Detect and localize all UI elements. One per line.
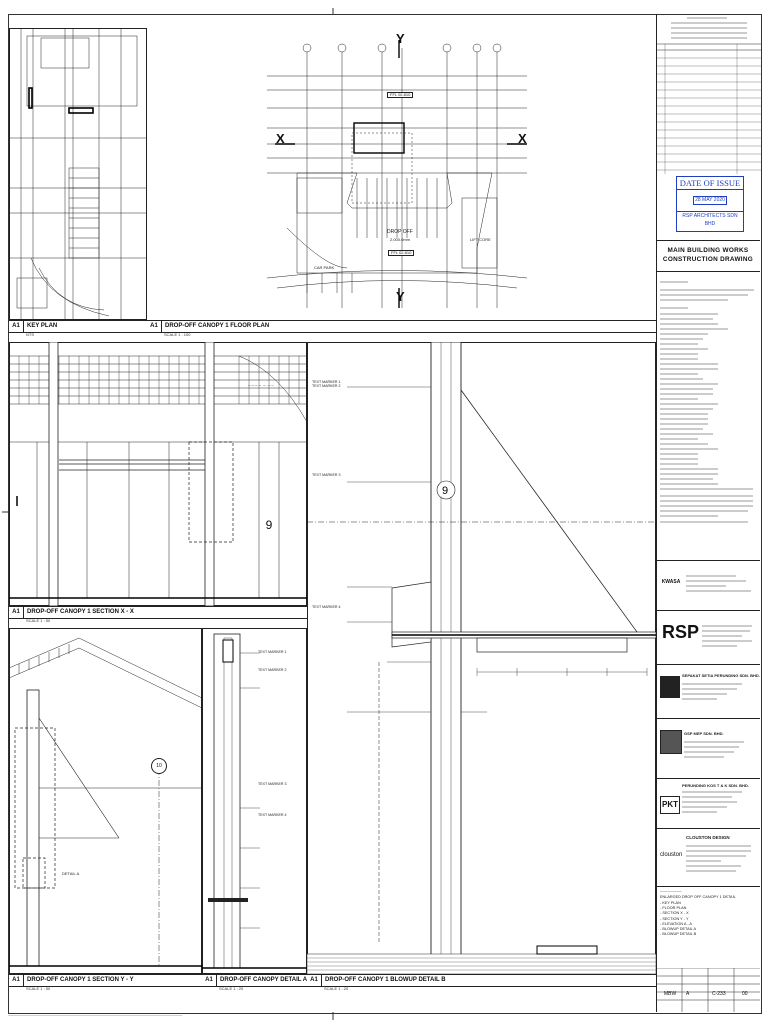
grid-x-right: X — [518, 131, 527, 146]
rsp-logo: RSP — [662, 620, 700, 644]
drawing-title-row: ───────── ENLARGED DROP OFF CANOPY 1 DET… — [656, 886, 760, 968]
revision-letter: A — [686, 991, 690, 997]
detail-a-label-section-y: DETAIL A — [62, 871, 80, 876]
revision-table — [657, 17, 761, 174]
drawing-title-item: - BLOWUP DETAIL A — [660, 927, 697, 932]
drawing-title-item: - BLOWUP DETAIL B — [660, 932, 697, 937]
grid-x-left: X — [276, 131, 285, 146]
issue-date: 28 MAY 2020 — [693, 196, 727, 205]
section-y-drawing — [9, 628, 202, 974]
view-scale: SCALE 1 : 50 — [26, 618, 51, 623]
drop-off-dimension: 2,000.0mm — [390, 237, 411, 242]
drawing-type-row: MAIN BUILDING WORKS CONSTRUCTION DRAWING — [656, 240, 760, 272]
grid-bubble-10: 10 — [151, 758, 167, 774]
engineer-2-logo — [660, 730, 682, 754]
sheet-code-label: MBW — [664, 991, 677, 997]
engineer-row-2 — [656, 718, 760, 776]
car-park-label: CAR PARK — [314, 265, 335, 270]
drawing-title-1: ENLARGED DROP OFF CANOPY 1 DETAIL — [660, 895, 736, 899]
client-row — [656, 560, 760, 610]
engineer-1-name: SEPAKAT SETIA PERUNDING SDN. BHD. — [682, 673, 760, 678]
view-scale: SCALE 1 : 20 — [219, 986, 244, 991]
engineer-2-address-lines — [684, 741, 744, 758]
floor-plan-drawing — [266, 40, 528, 308]
engineer-3-name: PERUNDING KOS T & K SDN. BHD. — [682, 783, 749, 788]
detail-b-notes-left: TEXT MARKER 1 TEXT MARKER 2 TEXT MARKER … — [312, 380, 341, 609]
clouston-address-lines — [686, 845, 751, 872]
engineer-row-1 — [656, 664, 760, 716]
client-address-lines — [686, 575, 751, 592]
view-title: DROP-OFF CANOPY 1 SECTION X - X — [27, 609, 134, 615]
lift-core-label: LIFT CORE — [470, 237, 491, 242]
issue-firm: RSP ARCHITECTS SDN BHD — [677, 211, 743, 228]
drawing-title-item: - KEY PLAN — [660, 901, 681, 905]
date-of-issue-stamp: DATE OF ISSUE 28 MAY 2020 RSP ARCHITECTS… — [676, 176, 744, 232]
revision-number: 00 — [742, 991, 748, 997]
level-tag-top: FFL 02.810 — [387, 92, 414, 99]
sheet-code: C-233 — [712, 991, 726, 997]
grid-bubble-section-x: 9 — [265, 518, 273, 532]
date-of-issue-title: DATE OF ISSUE — [677, 177, 743, 190]
view-number: A1 — [9, 321, 24, 332]
clouston-name: CLOUSTON DESIGN — [686, 835, 730, 840]
level-tag-bottom: FFL 02.810 — [388, 250, 415, 257]
view-title: DROP-OFF CANOPY DETAIL A — [220, 977, 308, 983]
view-number: A1 — [9, 607, 24, 618]
drawing-title-item: - FLOOR PLAN — [660, 906, 687, 911]
engineer-1-logo — [660, 676, 680, 698]
qs-address-lines — [682, 791, 742, 813]
grid-y-bottom: Y — [396, 289, 405, 304]
pkt-logo: PKT — [660, 796, 680, 814]
sheet-border — [8, 14, 762, 1014]
section-x-note: ─ ─ ─ ─ ─ ─ ─ — [248, 384, 274, 388]
architect-address-lines — [702, 625, 752, 647]
view-scale: SCALE 1 : 20 — [324, 986, 349, 991]
detail-b-drawing: 9 — [307, 342, 656, 974]
view-scale: SCALE 1 : 50 — [26, 986, 51, 991]
view-title: DROP-OFF CANOPY 1 BLOWUP DETAIL B — [325, 977, 446, 983]
drawing-type-line-2: CONSTRUCTION DRAWING — [662, 256, 754, 263]
kwasa-logo: KWASA — [660, 572, 682, 592]
detail-a-drawing — [202, 628, 307, 974]
svg-text:9: 9 — [442, 485, 448, 497]
drawing-title-item: - SECTION X - X — [660, 911, 689, 916]
view-title: DROP-OFF CANOPY 1 SECTION Y - Y — [27, 977, 134, 983]
view-scale: SCALE 1 : 100 — [164, 332, 191, 337]
view-title: DROP-OFF CANOPY 1 FLOOR PLAN — [165, 323, 270, 329]
file-path-footer: ────────────────────────────────────────… — [8, 1013, 183, 1017]
grid-y-top: Y — [396, 31, 405, 46]
view-scale: NTS — [26, 332, 34, 337]
view-number: A1 — [147, 321, 162, 332]
section-x-drawing — [9, 342, 307, 606]
landscape-row — [656, 828, 760, 884]
sheet-info-grid — [656, 968, 760, 1012]
title-block — [656, 14, 761, 1012]
clouston-logo: clouston — [660, 852, 683, 858]
view-number: A1 — [202, 975, 217, 986]
view-number: A1 — [307, 975, 322, 986]
key-plan-drawing — [9, 28, 147, 320]
detail-a-notes: TEXT MARKER 1 TEXT MARKER 2 TEXT MARKER … — [258, 650, 287, 818]
view-number: A1 — [9, 975, 24, 986]
engineer-1-address-lines — [682, 683, 742, 700]
engineer-2-name: GSP MEP SDN. BHD. — [684, 731, 724, 736]
drawing-type-line-1: MAIN BUILDING WORKS — [667, 247, 749, 254]
view-title: KEY PLAN — [27, 323, 58, 329]
drawing-title-list: - KEY PLAN - FLOOR PLAN - SECTION X - X … — [660, 901, 696, 937]
drop-off-label: DROP OFF — [387, 229, 413, 235]
qs-row — [656, 778, 760, 826]
drawing-title-item: - SECTION Y - Y — [660, 916, 689, 921]
architect-row — [656, 610, 760, 660]
general-notes-block — [660, 281, 754, 523]
drawing-title-item: - ELEVATION A - A — [660, 921, 692, 926]
